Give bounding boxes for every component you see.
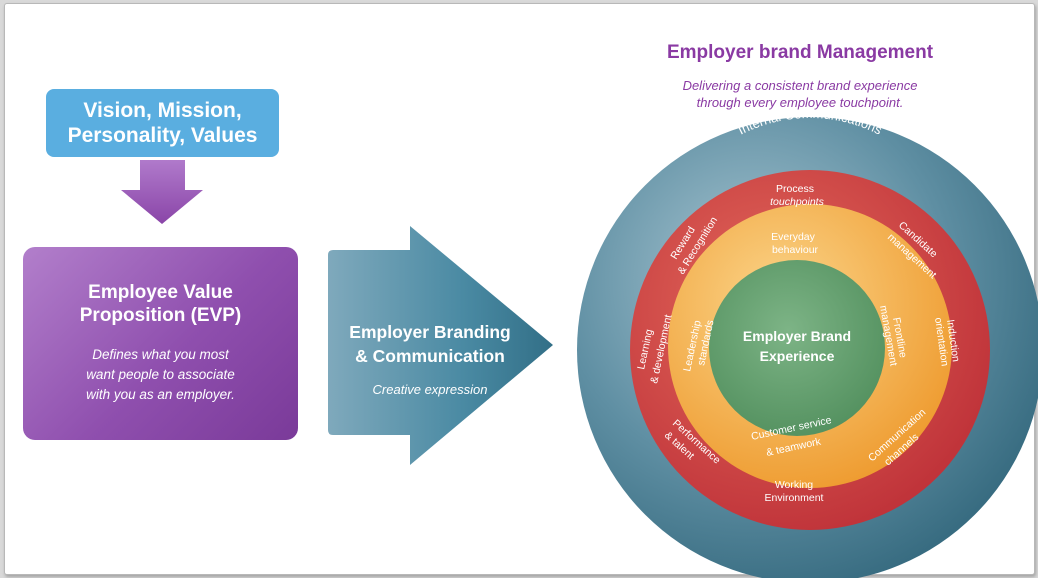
working-label-2: Environment bbox=[765, 492, 824, 504]
core-circle bbox=[709, 260, 885, 436]
process-touchpoints-label: Process bbox=[776, 183, 814, 195]
down-arrow bbox=[121, 160, 203, 224]
branding-arrow bbox=[328, 226, 553, 465]
core-label-2: Experience bbox=[760, 348, 835, 364]
management-subtitle: Delivering a consistent brand experience… bbox=[682, 78, 918, 110]
evp-box: Employee Value Proposition (EVP) Defines… bbox=[23, 247, 298, 440]
evp-description: Defines what you most want people to ass… bbox=[86, 347, 235, 402]
everyday-label: Everyday bbox=[771, 231, 816, 243]
vision-mission-box: Vision, Mission, Personality, Values bbox=[46, 89, 279, 157]
branding-subtitle: Creative expression bbox=[372, 382, 488, 397]
branding-title: Employer Branding & Communication bbox=[349, 322, 511, 366]
everyday-label-2: behaviour bbox=[772, 244, 819, 256]
core-label: Employer Brand bbox=[743, 328, 851, 344]
management-title: Employer brand Management bbox=[666, 42, 934, 63]
evp-title: Employee Value Proposition (EVP) bbox=[79, 282, 242, 326]
process-touchpoints-label-2: touchpoints bbox=[770, 196, 824, 208]
induction-label: Induction bbox=[944, 319, 962, 363]
working-label: Working bbox=[775, 479, 813, 491]
